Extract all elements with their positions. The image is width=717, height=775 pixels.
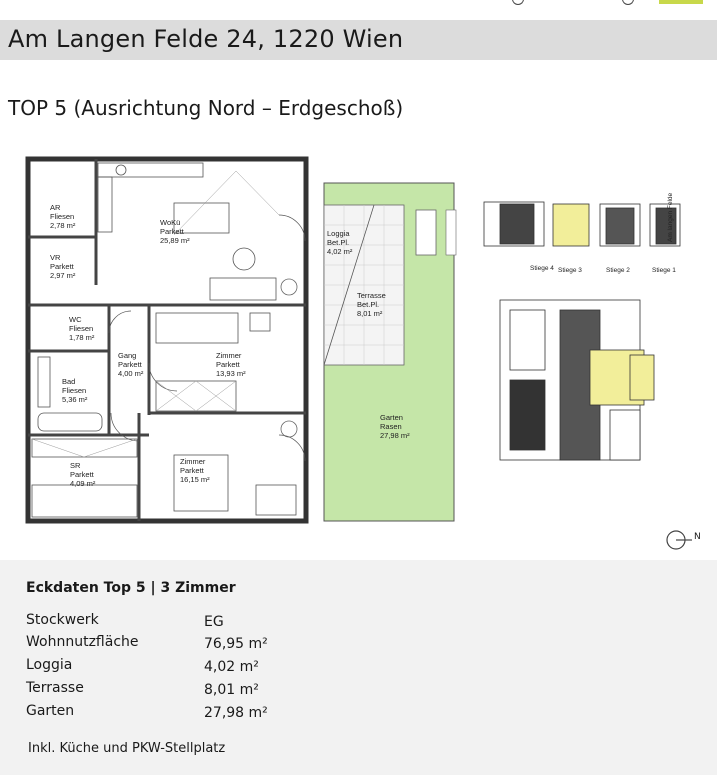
bed [155, 312, 239, 344]
row-label: Loggia [26, 657, 73, 673]
brand-accent [659, 0, 703, 4]
row-value: 8,01 m² [204, 682, 259, 698]
decor-curve [512, 0, 524, 5]
floor-plan-drawing [25, 156, 457, 524]
door-arcs [108, 214, 306, 462]
row-label: Stockwerk [26, 612, 99, 628]
garden-shed [415, 209, 437, 256]
title-band: Am Langen Felde 24, 1220 Wien [0, 20, 717, 60]
plant-icon [280, 278, 298, 296]
sofa [209, 277, 277, 301]
address-title: Am Langen Felde 24, 1220 Wien [8, 25, 404, 53]
building-row [483, 201, 681, 247]
unit-title: TOP 5 (Ausrichtung Nord – Erdgeschoß) [8, 96, 404, 120]
stair-label: Stiege 3 [558, 267, 582, 274]
decor-curve [622, 0, 634, 5]
bathtub [37, 412, 103, 432]
key-data-note: Inkl. Küche und PKW-Stellplatz [28, 741, 226, 756]
row-label: Garten [26, 703, 75, 719]
compass: N [664, 528, 704, 552]
desk [255, 484, 297, 516]
compass-icon [666, 530, 692, 550]
terrace-tiles [324, 205, 404, 365]
highlighted-stiege-3 [552, 203, 590, 247]
interior-walls [28, 159, 306, 521]
row-value: EG [204, 614, 224, 630]
street-label: Am langen Felde [667, 192, 674, 242]
key-data-panel: Eckdaten Top 5 | 3 Zimmer Stockwerk EG W… [0, 560, 717, 775]
site-plan-drawing [483, 201, 681, 461]
stair-label: Stiege 4 [530, 265, 554, 272]
stair-label: Stiege 2 [606, 267, 630, 274]
row-value: 4,02 m² [204, 659, 259, 675]
bed-2 [173, 454, 229, 512]
top-strip [0, 0, 717, 14]
row-label: Wohnnutzfläche [26, 634, 139, 650]
compass-label: N [694, 532, 701, 542]
key-data-heading: Eckdaten Top 5 | 3 Zimmer [26, 580, 236, 596]
stair-label: Stiege 1 [652, 267, 676, 274]
coffee-table [232, 247, 256, 271]
row-value: 76,95 m² [204, 636, 268, 652]
kitchen-counter [97, 162, 204, 178]
row-label: Terrasse [26, 680, 84, 696]
dining-table [173, 202, 230, 234]
plant-icon [280, 420, 298, 438]
apartment-walls [25, 156, 309, 524]
ground-plan [499, 299, 655, 461]
row-value: 27,98 m² [204, 705, 268, 721]
site-plan: Stiege 4 Stiege 3 Stiege 2 Stiege 1 Am l… [470, 190, 700, 470]
